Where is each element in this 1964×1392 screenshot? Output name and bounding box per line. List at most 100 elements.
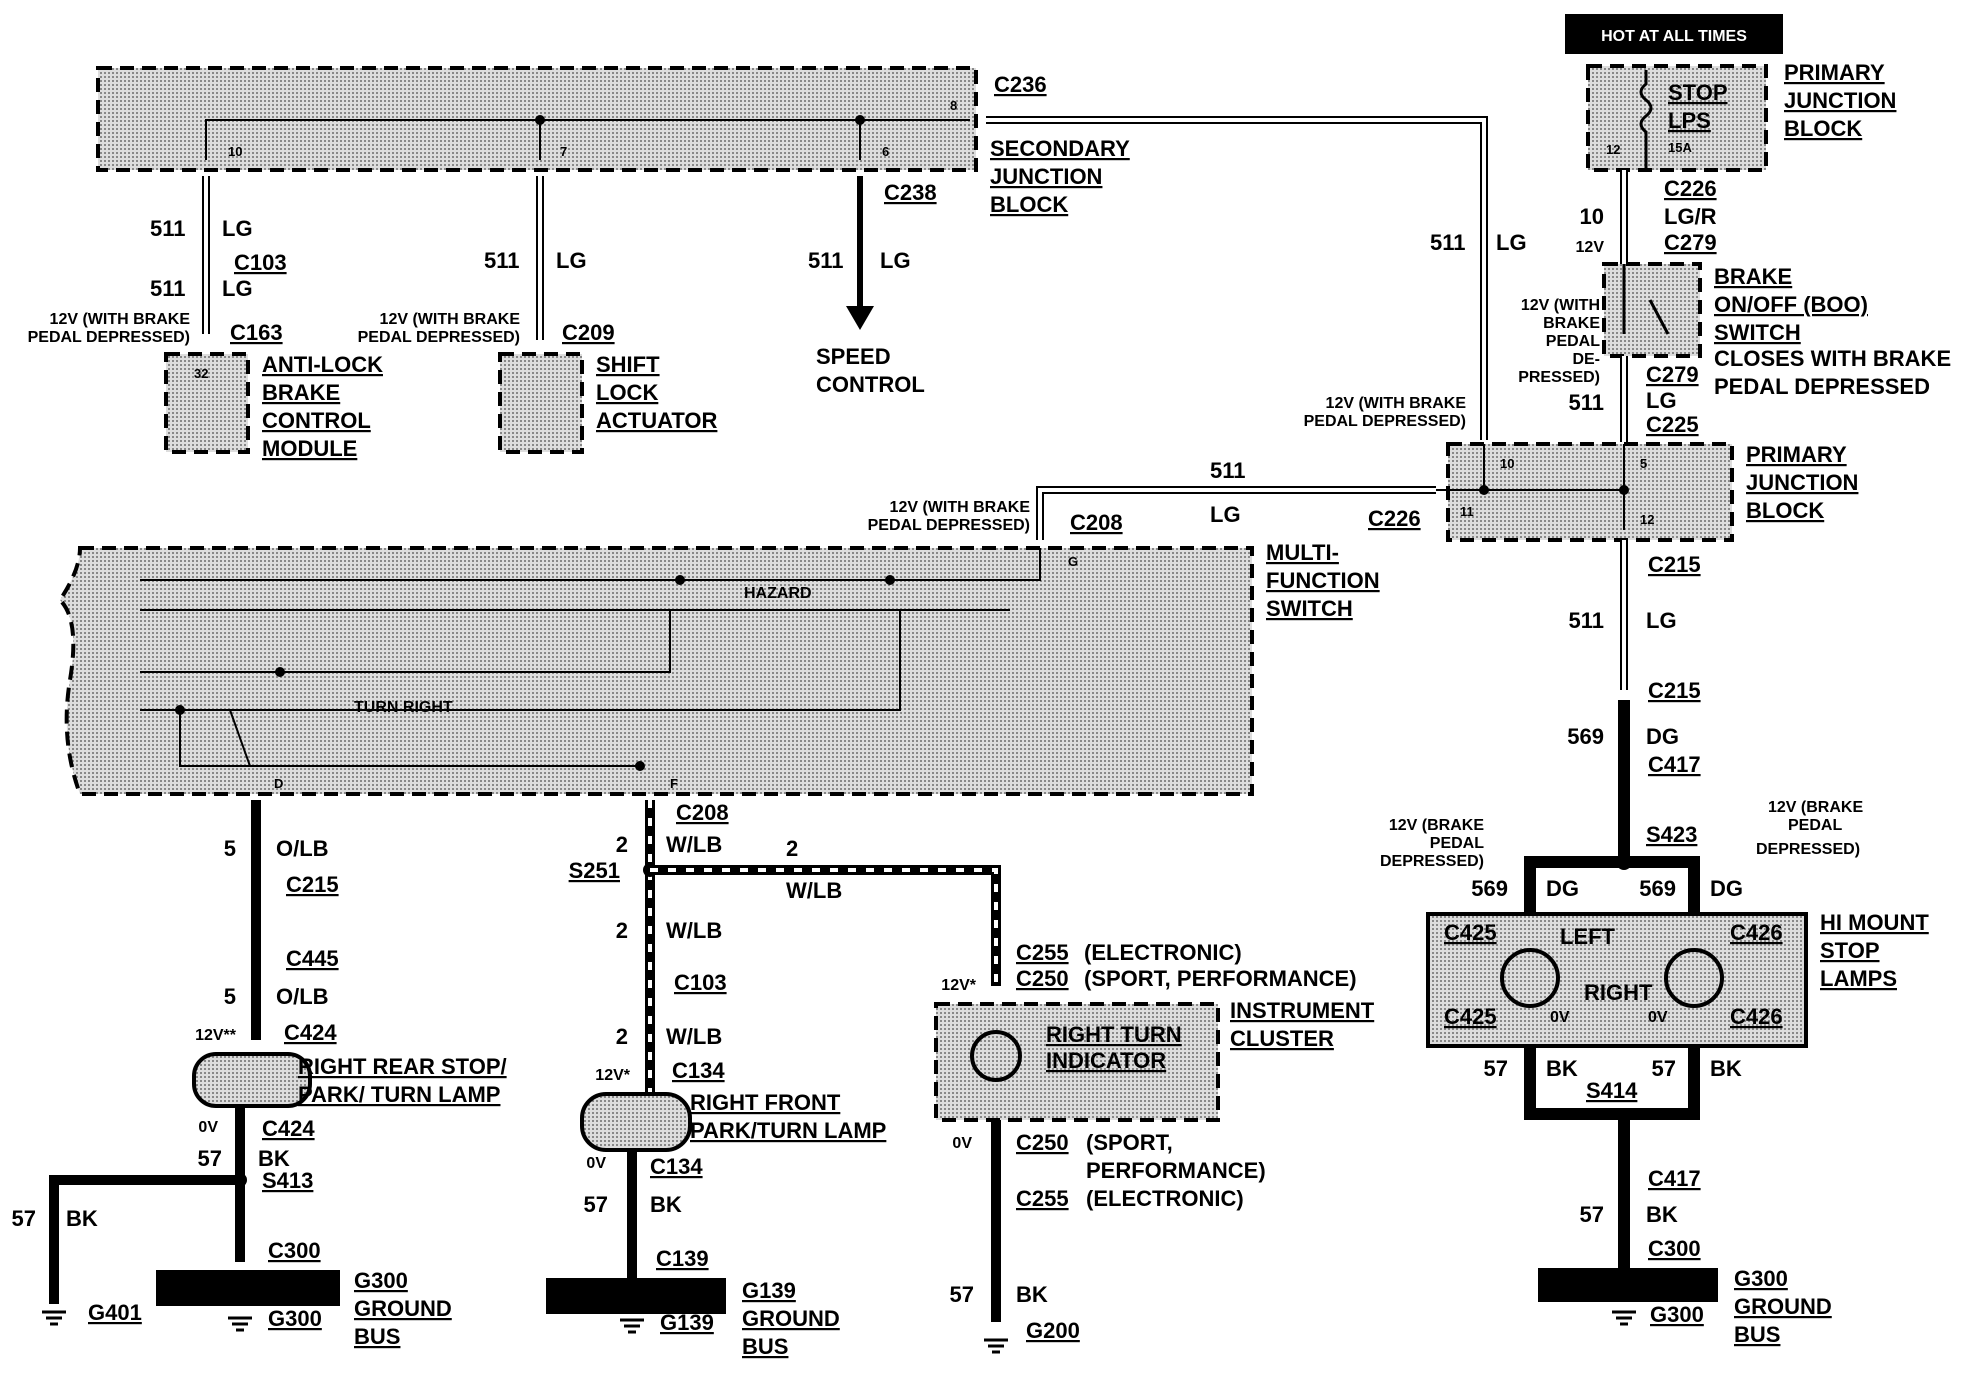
primary-jb-label-1: PRIMARY <box>1746 442 1847 467</box>
wire-color: LG <box>1646 608 1677 633</box>
primary-jb-top-label-2: JUNCTION <box>1784 88 1896 113</box>
voltage-note: 12V (BRAKE <box>1389 817 1484 834</box>
voltage-note: PEDAL <box>1430 835 1484 852</box>
wire-color: LG <box>1646 388 1677 413</box>
primary-jb-label-2: JUNCTION <box>1746 470 1858 495</box>
voltage-note: PEDAL <box>1788 817 1842 834</box>
wire-label: 10 <box>1580 204 1604 229</box>
connector-note: (ELECTRONIC) <box>1084 940 1242 965</box>
splice-dot <box>175 705 185 715</box>
ground-bus-label-3: BUS <box>354 1324 400 1349</box>
wire-label: 57 <box>584 1192 608 1217</box>
wire-color: BK <box>1546 1056 1578 1081</box>
primary-junction-block-fuse <box>1586 64 1768 172</box>
bulb-icon <box>1664 948 1724 1008</box>
connector-c250: C250 <box>1016 1130 1069 1155</box>
wire-label: 57 <box>12 1206 36 1231</box>
ground-icon <box>984 1338 1008 1354</box>
wire-color: BK <box>66 1206 98 1231</box>
front-lamp-label-2: PARK/TURN LAMP <box>690 1118 886 1143</box>
voltage-note: 12V (WITH <box>1521 297 1600 314</box>
primary-jb-label-3: BLOCK <box>1746 498 1824 523</box>
rear-lamp-label-2: PARK/ TURN LAMP <box>298 1082 500 1107</box>
connector-c300: C300 <box>268 1238 321 1263</box>
fuse-icon <box>1639 70 1653 170</box>
abs-label-4: MODULE <box>262 436 357 461</box>
splice-dot <box>635 761 645 771</box>
primary-jb-top-label-1: PRIMARY <box>1784 60 1885 85</box>
hi-mount-stop-lamps <box>1426 912 1808 1048</box>
voltage-note: BRAKE <box>1543 315 1600 332</box>
secondary-jb-label-2: JUNCTION <box>990 164 1102 189</box>
wire-color: DG <box>1710 876 1743 901</box>
shift-label-2: LOCK <box>596 380 658 405</box>
connector-note: (ELECTRONIC) <box>1086 1186 1244 1211</box>
speed-label-1: SPEED <box>816 344 891 369</box>
wire-color: BK <box>650 1192 682 1217</box>
indicator-bulb-icon <box>970 1030 1022 1082</box>
ground-bus-label-1: G300 <box>1734 1266 1788 1291</box>
connector-c208: C208 <box>1070 510 1123 535</box>
primary-junction-block <box>1446 442 1734 542</box>
wire-color: BK <box>258 1146 290 1171</box>
wire-57-bk <box>1524 1046 1700 1270</box>
ground-icon <box>42 1310 66 1326</box>
mfs-label-2: FUNCTION <box>1266 568 1380 593</box>
fuse-label-stop: STOP <box>1668 80 1728 105</box>
voltage-note: 12V (BRAKE <box>1768 799 1863 816</box>
boo-label-1: BRAKE <box>1714 264 1792 289</box>
connector-c103: C103 <box>234 250 287 275</box>
shift-lock-actuator <box>498 352 584 454</box>
wire-label: 57 <box>1652 1056 1676 1081</box>
ground-g300: G300 <box>268 1306 322 1331</box>
wire-color: BK <box>1646 1202 1678 1227</box>
voltage-note: 0V <box>1648 1009 1668 1026</box>
secondary-jb-label-3: BLOCK <box>990 192 1068 217</box>
pin-f: F <box>670 776 678 791</box>
connector-c300: C300 <box>1648 1236 1701 1261</box>
ground-bus-label-2: GROUND <box>354 1296 452 1321</box>
abs-module <box>164 352 250 454</box>
ground-bus-label-3: BUS <box>1734 1322 1780 1347</box>
wire-label: 2 <box>616 918 628 943</box>
ground-bus-g300-left <box>156 1270 340 1306</box>
ground-g139: G139 <box>660 1310 714 1335</box>
wire-color: LG <box>222 216 253 241</box>
wire-color: DG <box>1546 876 1579 901</box>
wire-color: W/LB <box>666 832 722 857</box>
connector-c103: C103 <box>674 970 727 995</box>
splice-s423: S423 <box>1646 822 1697 847</box>
mfs-label-1: MULTI- <box>1266 540 1339 565</box>
wire-color: BK <box>1710 1056 1742 1081</box>
pin-32: 32 <box>194 366 208 381</box>
voltage-note: 12V <box>1576 239 1605 256</box>
voltage-note: 0V <box>1550 1009 1570 1026</box>
ground-bus-label-1: G300 <box>354 1268 408 1293</box>
connector-c250: C250 <box>1016 966 1069 991</box>
connector-note: (SPORT, <box>1086 1130 1173 1155</box>
pin-6: 6 <box>882 144 889 159</box>
connector-c226: C226 <box>1368 506 1421 531</box>
voltage-note: 0V <box>952 1135 972 1152</box>
pin-d: D <box>274 776 283 791</box>
wire-label: 511 <box>484 248 520 273</box>
pin-10: 10 <box>228 144 242 159</box>
ground-bus-label-2: GROUND <box>1734 1294 1832 1319</box>
wire-color: LG/R <box>1664 204 1717 229</box>
right-lamp-label: RIGHT <box>1584 980 1653 1005</box>
wire-label: 57 <box>198 1146 222 1171</box>
connector-c134: C134 <box>672 1058 725 1083</box>
connector-c426: C426 <box>1730 1004 1783 1029</box>
connector-c445: C445 <box>286 946 339 971</box>
voltage-note: 12V* <box>595 1067 630 1084</box>
wire-color: LG <box>1210 502 1241 527</box>
wire-label: 511 <box>1430 230 1466 255</box>
wire-label: 5 <box>224 836 236 861</box>
himount-label-1: HI MOUNT <box>1820 910 1929 935</box>
wire-color: W/LB <box>786 878 842 903</box>
wire-label: 569 <box>1567 724 1604 749</box>
wire-label: 57 <box>950 1282 974 1307</box>
wire-label: 57 <box>1484 1056 1508 1081</box>
arrow-icon <box>846 306 874 330</box>
connector-c425: C425 <box>1444 1004 1497 1029</box>
